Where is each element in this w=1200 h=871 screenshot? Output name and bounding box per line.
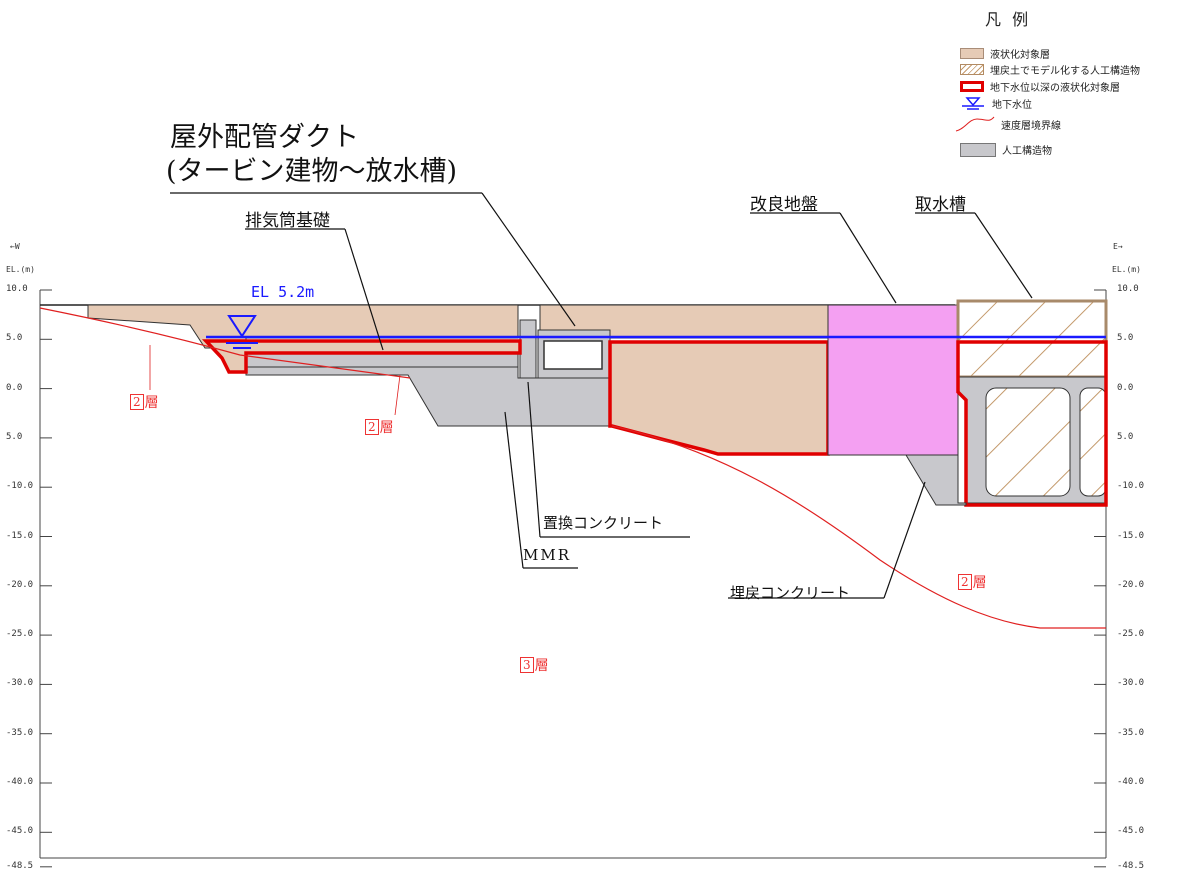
duct-title-line2: (タービン建物～放水槽): [166, 156, 458, 187]
tick-label-right: -45.0: [1117, 826, 1145, 837]
exhaust-label: 排気筒基礎: [245, 211, 330, 231]
west-direction: ←W: [10, 242, 20, 251]
legend-item-hatched: 埋戻土でモデル化する人工構造物: [960, 62, 1140, 77]
tick-label-right: -15.0: [1117, 530, 1145, 541]
intake-cell-left: [985, 387, 1071, 497]
tick-label-left: -15.0: [6, 530, 34, 541]
tick-label-right: -10.0: [1117, 481, 1145, 492]
duct-opening: [543, 340, 603, 370]
tick-label-left: -35.0: [6, 727, 34, 738]
tick-label-left: -30.0: [6, 678, 34, 689]
tick-label-left: 5.0: [6, 431, 23, 442]
leader-layer-mid: [394, 374, 401, 416]
legend-item-water-level: 地下水位: [960, 96, 1032, 111]
leader-backfill: [883, 481, 926, 599]
legend-item-liquefaction: 液状化対象層: [960, 46, 1050, 61]
tick-label-right: -35.0: [1117, 727, 1145, 738]
leader-intake: [974, 212, 1033, 299]
legend-label: 地下水位以深の液状化対象層: [990, 83, 1120, 94]
backfill-concrete-label: 埋戻コンクリート: [730, 584, 851, 602]
tick-label-right: -25.0: [1117, 629, 1145, 640]
east-direction: E→: [1113, 242, 1123, 251]
tick-label-left: -25.0: [6, 629, 34, 640]
water-level-label: EL 5.2m: [251, 283, 315, 301]
tick-label-left: -45.0: [6, 826, 34, 837]
intake-tank-label: 取水槽: [915, 195, 966, 215]
water-level-icon: [962, 96, 984, 110]
tick-label-right: 5.0: [1117, 431, 1134, 442]
legend-label: 液状化対象層: [990, 50, 1050, 61]
replace-concrete-label: 置換コンクリート: [543, 514, 664, 532]
legend-item-red-outline: 地下水位以深の液状化対象層: [960, 79, 1120, 94]
red-curve-icon: [955, 116, 995, 132]
gray-swatch: [960, 142, 996, 157]
tick-label-left: -48.5: [6, 860, 34, 871]
legend-title: 凡 例: [985, 10, 1032, 29]
tick-label-left: 5.0: [6, 333, 23, 344]
tick-label-left: -20.0: [6, 579, 34, 590]
tick-label-right: 0.0: [1117, 382, 1134, 393]
legend-label: 人工構造物: [1002, 146, 1052, 157]
improved-ground-label: 改良地盤: [750, 195, 818, 215]
hatched-swatch: [960, 64, 984, 75]
duct-title-line1: 屋外配管ダクト: [170, 122, 359, 153]
intake-tank-upper: [956, 299, 1108, 379]
leader-duct: [481, 192, 576, 327]
legend-label: 埋戻土でモデル化する人工構造物: [990, 66, 1140, 77]
leader-replace: [527, 381, 541, 538]
tick-label-right: -40.0: [1117, 777, 1145, 787]
velocity-boundary-left: [39, 307, 411, 379]
tick-label-left: 0.0: [6, 382, 23, 393]
legend-item-structure: 人工構造物: [960, 142, 1052, 157]
leader-mmr: [504, 411, 524, 569]
tick-label-left: -40.0: [6, 777, 34, 787]
mmr-label: MMR: [523, 546, 572, 564]
tick-label-left: -10.0: [6, 481, 34, 492]
backfill-concrete: [905, 454, 967, 506]
liquefaction-below-water-right: [608, 340, 830, 456]
intake-cell-right: [1079, 387, 1107, 497]
legend-label: 地下水位: [992, 100, 1032, 111]
liquefaction-swatch: [960, 48, 984, 59]
right-unit: EL.(m): [1112, 265, 1141, 274]
red-outline-swatch: [960, 81, 984, 92]
water-level-symbol: [226, 315, 258, 349]
leader-exhaust: [344, 228, 384, 351]
tick-label-right: 5.0: [1117, 333, 1134, 344]
left-unit: EL.(m): [6, 265, 35, 274]
replace-concrete-column: [519, 319, 537, 379]
liquefaction-below-water-left: [201, 339, 522, 374]
legend-item-velocity-boundary: 速度層境界線: [955, 115, 1061, 133]
velocity-boundary-right: [611, 425, 1106, 629]
tick-label-right: -20.0: [1117, 579, 1145, 590]
improved-ground: [827, 304, 959, 456]
tick-label-right: -48.5: [1117, 860, 1145, 871]
tick-label-right: 10.0: [1117, 284, 1139, 294]
leader-improved: [839, 212, 897, 304]
tick-label-left: 10.0: [6, 284, 28, 294]
legend-label: 速度層境界線: [1001, 120, 1061, 132]
tick-label-right: -30.0: [1117, 678, 1145, 689]
intake-red-outline: [956, 340, 1108, 507]
